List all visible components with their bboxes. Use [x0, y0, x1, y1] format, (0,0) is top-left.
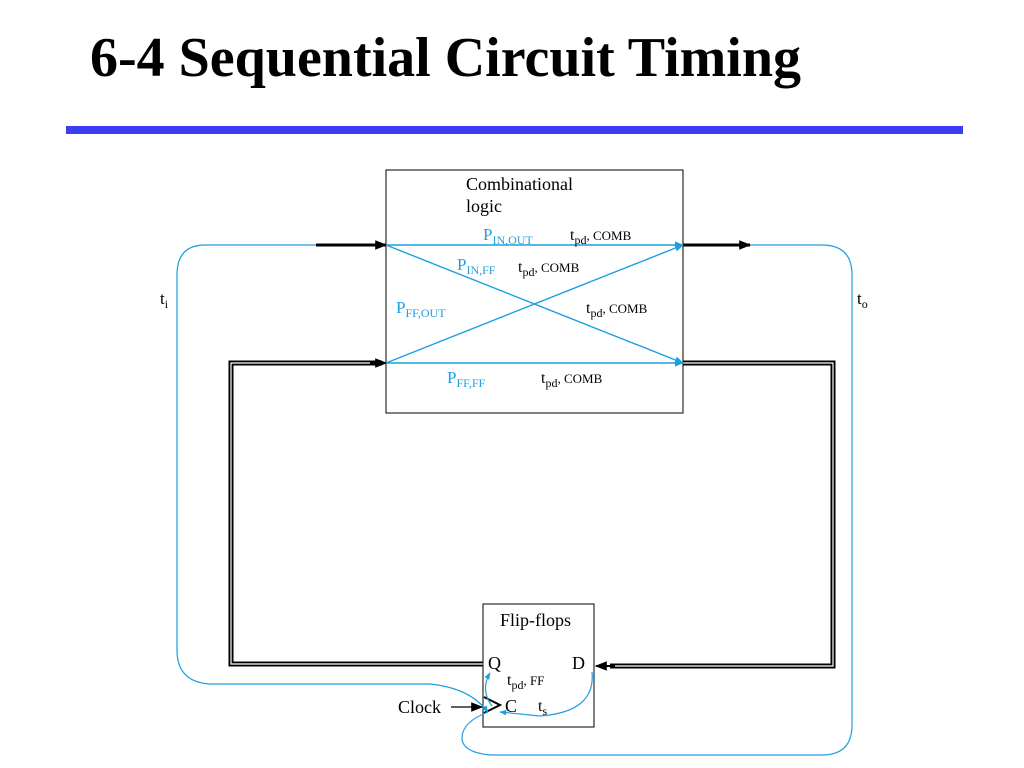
to-loop: [461, 244, 853, 756]
label-ti: ti: [160, 289, 169, 311]
flipflops-title: Flip-flops: [500, 610, 571, 630]
label-p-in-out: PIN,OUT: [483, 225, 533, 247]
clock-label: Clock: [398, 697, 441, 717]
ff-c-label: C: [505, 696, 517, 716]
label-tpd-comb-1: tpd, COMB: [570, 227, 632, 247]
label-p-in-ff: PIN,FF: [457, 255, 496, 277]
d-input-wire: [610, 360, 836, 669]
clock-wedge-icon: [483, 696, 503, 714]
title-rule: [66, 126, 963, 134]
label-tpd-comb-2: tpd, COMB: [518, 259, 580, 279]
q-feedback-wire-inner: [230, 362, 483, 665]
ff-q-label: Q: [488, 653, 501, 673]
combinational-title-line2: logic: [466, 196, 502, 216]
tpd-ff-curl: [484, 672, 493, 707]
label-ts: ts: [538, 698, 547, 718]
ti-loop: [176, 244, 489, 713]
q-feedback-wire: [228, 360, 483, 667]
label-tpd-comb-4: tpd, COMB: [541, 370, 603, 390]
label-to: to: [857, 289, 868, 311]
label-tpd-comb-3: tpd, COMB: [586, 300, 648, 320]
combinational-title-line1: Combinational: [466, 174, 573, 194]
combinational-logic-box: [385, 169, 684, 414]
slide-title: 6-4 Sequential Circuit Timing: [90, 27, 801, 89]
ff-d-label: D: [572, 653, 585, 673]
ts-curl: [499, 671, 593, 717]
label-p-ff-ff: PFF,FF: [447, 368, 486, 390]
label-p-ff-out: PFF,OUT: [396, 298, 446, 320]
path-ff-out: [385, 244, 684, 364]
d-input-wire-inner: [610, 362, 834, 667]
label-tpd-ff: tpd, FF: [507, 672, 544, 692]
